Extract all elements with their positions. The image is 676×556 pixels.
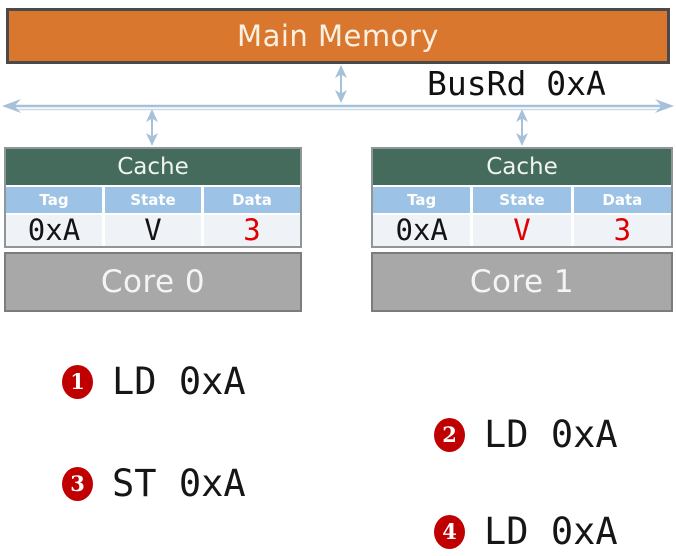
cache1-tag-value: 0xA (373, 215, 471, 246)
cache0-tag-value: 0xA (6, 215, 102, 246)
cache0-data-header: Data (204, 187, 300, 213)
cache0-state-header: State (105, 187, 201, 213)
op4-label: LD 0xA (484, 510, 618, 553)
cache1-entry-row: 0xA V 3 (373, 215, 671, 246)
core0-box: Core 0 (4, 252, 302, 312)
cache1-state-header: State (473, 187, 571, 213)
operation-row-1: 1 LD 0xA (62, 363, 246, 400)
cache0-tag-header: Tag (6, 187, 102, 213)
op4-number-badge: 4 (434, 514, 465, 549)
cache1-state-value: V (473, 215, 571, 246)
operation-row-2: 2 LD 0xA (434, 416, 618, 453)
cache1-header-row: Tag State Data (373, 187, 671, 213)
cache0-bus-arrow-icon (146, 109, 158, 146)
memory-bus-arrow-icon (335, 65, 347, 103)
core1-label: Core 1 (469, 264, 575, 300)
cache0-title: Cache (6, 149, 300, 185)
main-memory-box: Main Memory (6, 8, 670, 64)
cache0-data-value: 3 (204, 215, 300, 246)
cache1-data-value: 3 (573, 215, 671, 246)
op2-number-badge: 2 (434, 417, 465, 452)
cache0-header-row: Tag State Data (6, 187, 300, 213)
cache1-box: Cache Tag State Data 0xA V 3 (371, 147, 673, 248)
op3-label: ST 0xA (112, 462, 246, 505)
shared-bus-line (2, 99, 674, 113)
op3-number-badge: 3 (62, 466, 93, 501)
op1-label: LD 0xA (112, 360, 246, 403)
op2-label: LD 0xA (484, 413, 618, 456)
cache0-entry-row: 0xA V 3 (6, 215, 300, 246)
bus-transaction-label: BusRd 0xA (427, 64, 606, 103)
op1-number-badge: 1 (62, 364, 93, 399)
operation-row-4: 4 LD 0xA (434, 513, 618, 550)
operation-row-3: 3 ST 0xA (62, 465, 246, 502)
main-memory-label: Main Memory (237, 19, 439, 53)
cache1-data-header: Data (573, 187, 671, 213)
cache0-box: Cache Tag State Data 0xA V 3 (4, 147, 302, 248)
core0-label: Core 0 (100, 264, 206, 300)
cache1-title: Cache (373, 149, 671, 185)
cache0-state-value: V (105, 215, 201, 246)
cache1-tag-header: Tag (373, 187, 471, 213)
core1-box: Core 1 (371, 252, 673, 312)
cache1-bus-arrow-icon (516, 109, 528, 146)
